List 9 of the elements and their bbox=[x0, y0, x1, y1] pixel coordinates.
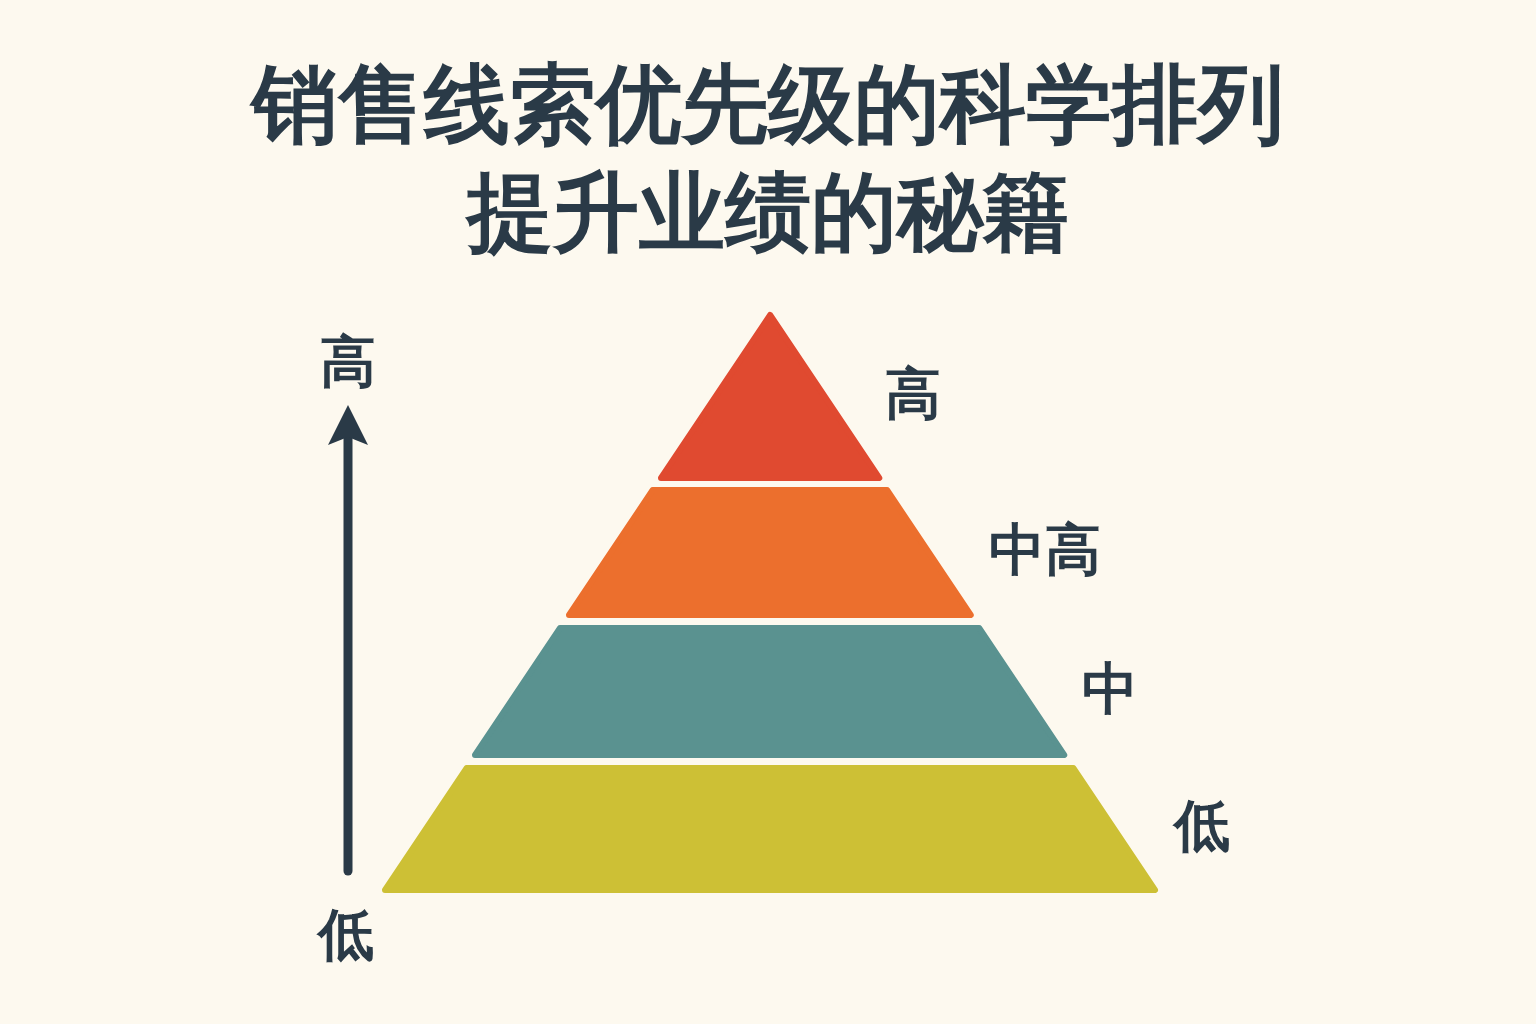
level-label: 中 bbox=[1082, 654, 1139, 723]
level-label: 低 bbox=[1174, 792, 1231, 860]
title: 销售线索优先级的科学排列提升业绩的秘籍 bbox=[218, 50, 1318, 266]
axis-label: 高 bbox=[320, 328, 376, 396]
pyramid-layer bbox=[569, 490, 971, 615]
axis-label: 低 bbox=[318, 901, 374, 969]
level-label: 高 bbox=[884, 359, 941, 428]
level-label: 中高 bbox=[989, 515, 1101, 584]
pyramid-layer bbox=[475, 628, 1065, 755]
